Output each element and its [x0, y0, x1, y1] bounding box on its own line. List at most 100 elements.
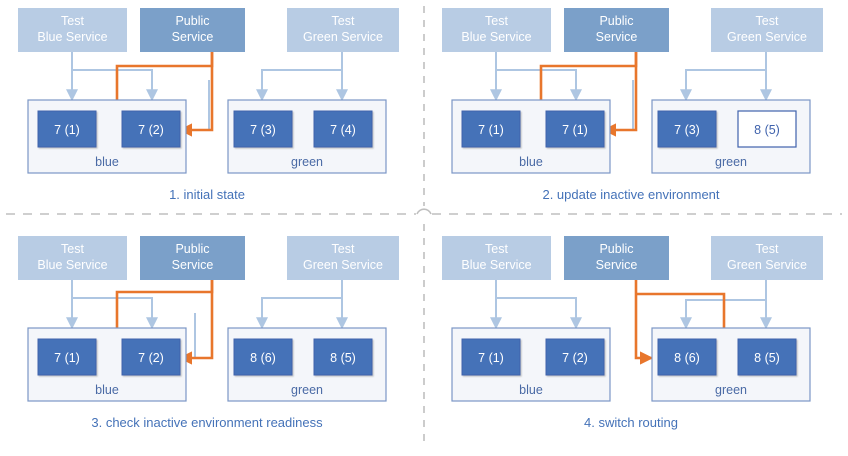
environment-label: blue — [519, 383, 543, 397]
service-label-line1: Test — [61, 14, 84, 28]
panel-4-green-environment: 8 (6) 8 (5) green — [651, 327, 811, 402]
node-box-outline — [737, 110, 797, 148]
panel-4-blue-connectors — [490, 280, 772, 330]
service-label-line1: Test — [61, 242, 84, 256]
node-box — [461, 338, 521, 376]
panel-3-blue-environment: 7 (1) 7 (2) blue — [27, 327, 187, 402]
conn-testblue-to-node2 — [72, 69, 158, 102]
node-box — [121, 110, 181, 148]
conn-testblue-to-node2 — [496, 69, 582, 102]
conn-testgreen-to-node3 — [680, 299, 766, 330]
panel-3-service-test-blue[interactable]: Test Blue Service — [18, 236, 127, 280]
node-box — [313, 338, 373, 376]
conn-testgreen-to-node3 — [680, 69, 766, 102]
node-box — [37, 338, 97, 376]
environment-label: green — [291, 383, 323, 397]
node-box — [545, 338, 605, 376]
node-box — [233, 110, 293, 148]
service-label-line1: Test — [756, 14, 779, 28]
node-label: 7 (1) — [562, 123, 588, 137]
node-label: 7 (2) — [138, 351, 164, 365]
panel-2-service-test-green[interactable]: Test Green Service — [711, 8, 823, 52]
service-label-line1: Test — [332, 242, 355, 256]
service-label-line2: Green Service — [727, 258, 807, 272]
panel-3-service-public[interactable]: Public Service — [140, 236, 245, 280]
service-box[interactable] — [140, 236, 245, 280]
panel-caption: 1. initial state — [169, 187, 245, 202]
panel-1-blue-environment: 7 (1) 7 (2) blue — [27, 99, 187, 174]
service-box[interactable] — [287, 8, 399, 52]
node-label: 8 (5) — [754, 123, 780, 137]
panel-1: 7 (1) 7 (2) blue 7 (3) 7 (4) green Test … — [18, 8, 399, 202]
node-box — [737, 338, 797, 376]
node-label: 7 (1) — [54, 351, 80, 365]
public-route-to-node2 — [602, 52, 638, 137]
panel-4-service-public[interactable]: Public Service — [564, 236, 669, 280]
panel-2-green-environment: 7 (3) 8 (5) green — [651, 99, 811, 174]
node-box — [121, 338, 181, 376]
environment-label: blue — [95, 383, 119, 397]
node-label: 8 (6) — [674, 351, 700, 365]
panel-2: 7 (1) 7 (1) blue 7 (3) 8 (5) green Test … — [442, 8, 823, 202]
node-label: 8 (6) — [250, 351, 276, 365]
service-label-line1: Public — [599, 14, 633, 28]
service-label-line2: Blue Service — [37, 258, 107, 272]
panel-2-blue-environment: 7 (1) 7 (1) blue — [451, 99, 611, 174]
service-label-line2: Service — [596, 258, 638, 272]
node-label: 7 (3) — [250, 123, 276, 137]
service-box[interactable] — [564, 8, 669, 52]
panel-3: 7 (1) 7 (2) blue 8 (6) 8 (5) green Test … — [18, 236, 399, 430]
public-route-to-node2 — [178, 280, 214, 365]
service-label-line2: Service — [172, 30, 214, 44]
node-box — [37, 110, 97, 148]
panel-caption: 4. switch routing — [584, 415, 678, 430]
panel-4-service-test-green[interactable]: Test Green Service — [711, 236, 823, 280]
node-label: 7 (1) — [478, 351, 504, 365]
node-box — [657, 338, 717, 376]
service-label-line2: Service — [172, 258, 214, 272]
node-label: 7 (1) — [54, 123, 80, 137]
service-box[interactable] — [140, 8, 245, 52]
environment-label: green — [715, 383, 747, 397]
service-label-line1: Test — [485, 14, 508, 28]
panel-2-service-public[interactable]: Public Service — [564, 8, 669, 52]
node-box — [313, 110, 373, 148]
panel-caption: 3. check inactive environment readiness — [91, 415, 323, 430]
environment-label: green — [291, 155, 323, 169]
node-box — [657, 110, 717, 148]
service-label-line2: Green Service — [303, 258, 383, 272]
service-label-line2: Green Service — [727, 30, 807, 44]
node-label: 8 (5) — [330, 351, 356, 365]
service-label-line2: Service — [596, 30, 638, 44]
panel-2-service-test-blue[interactable]: Test Blue Service — [442, 8, 551, 52]
environment-label: blue — [95, 155, 119, 169]
service-box[interactable] — [442, 236, 551, 280]
service-box[interactable] — [442, 8, 551, 52]
panel-3-blue-connectors — [66, 280, 348, 358]
service-box[interactable] — [18, 8, 127, 52]
service-box[interactable] — [564, 236, 669, 280]
node-box — [461, 110, 521, 148]
node-box — [545, 110, 605, 148]
service-label-line1: Public — [175, 14, 209, 28]
panel-3-service-test-green[interactable]: Test Green Service — [287, 236, 399, 280]
service-box[interactable] — [711, 236, 823, 280]
service-box[interactable] — [287, 236, 399, 280]
service-box[interactable] — [18, 236, 127, 280]
node-label: 7 (3) — [674, 123, 700, 137]
public-route-to-green-node1 — [634, 280, 654, 365]
panel-4-service-test-blue[interactable]: Test Blue Service — [442, 236, 551, 280]
service-label-line1: Test — [756, 242, 779, 256]
service-label-line2: Blue Service — [37, 30, 107, 44]
service-box[interactable] — [711, 8, 823, 52]
panel-1-service-test-blue[interactable]: Test Blue Service — [18, 8, 127, 52]
panel-1-service-test-green[interactable]: Test Green Service — [287, 8, 399, 52]
service-label-line2: Green Service — [303, 30, 383, 44]
conn-testblue-to-node2 — [72, 297, 158, 330]
conn-testgreen-to-node3 — [256, 69, 342, 102]
panel-4-blue-environment: 7 (1) 7 (2) blue — [451, 327, 611, 402]
panel-1-service-public[interactable]: Public Service — [140, 8, 245, 52]
divider-crossover-arc — [416, 208, 432, 215]
node-label: 7 (4) — [330, 123, 356, 137]
node-label: 7 (2) — [562, 351, 588, 365]
